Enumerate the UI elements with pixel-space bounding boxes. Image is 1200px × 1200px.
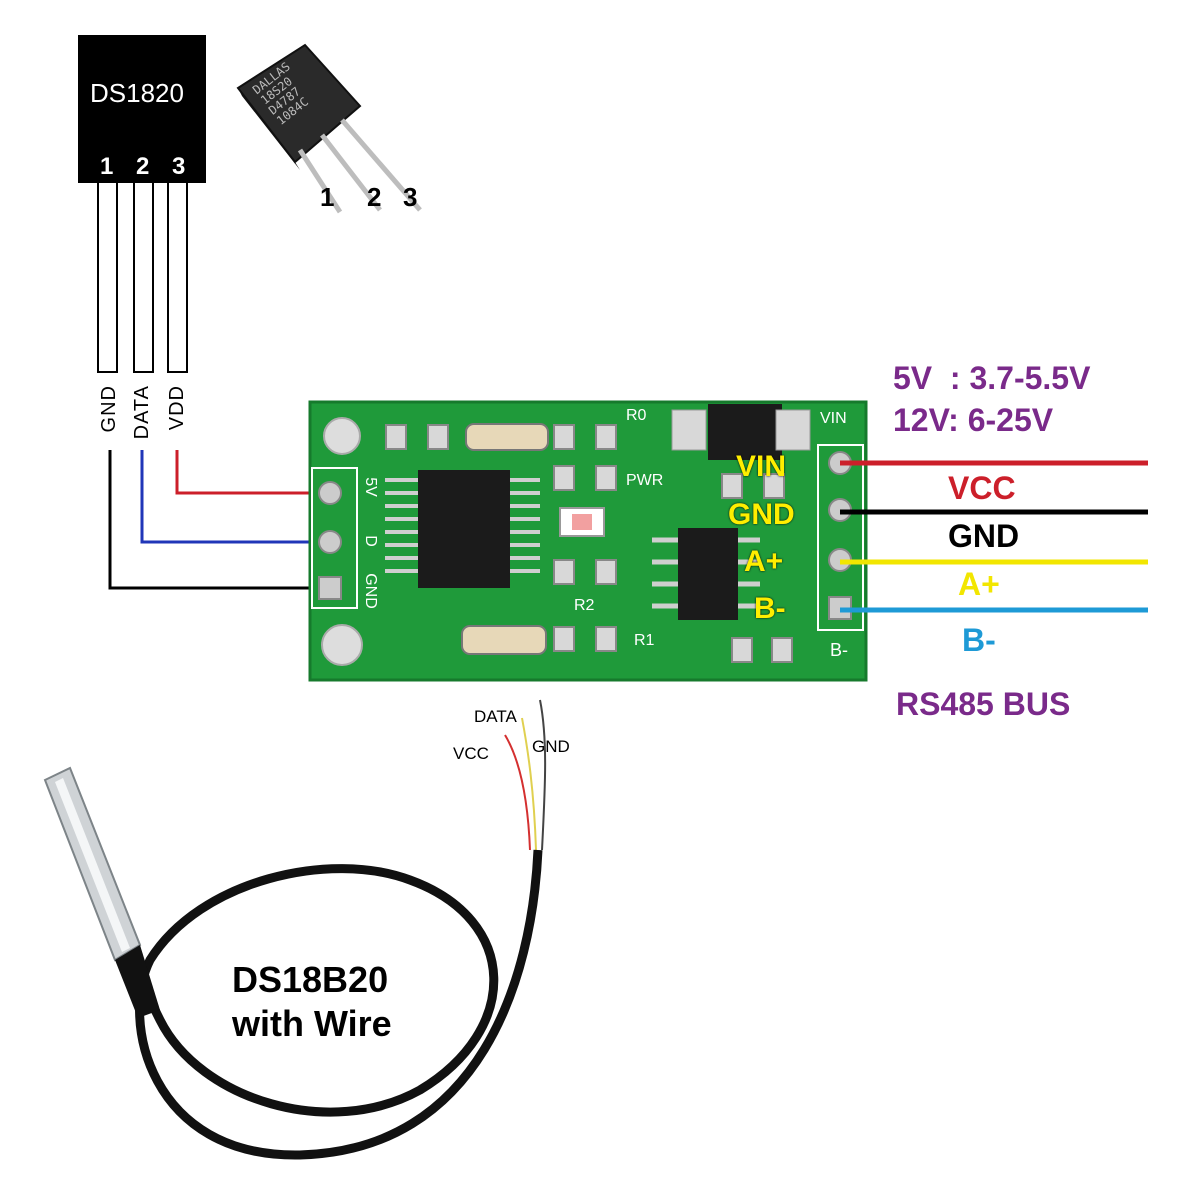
- ds1820-block: [78, 35, 206, 183]
- bus-label-b: B-: [962, 622, 996, 658]
- chip-pin-2: 2: [367, 182, 382, 212]
- cable-wires: [504, 699, 547, 851]
- silk-r2: R2: [574, 597, 595, 614]
- silk-gnd: GND: [361, 573, 379, 609]
- pin-name-gnd: GND: [98, 385, 120, 433]
- data-wire: [140, 450, 328, 544]
- pcb-board: [308, 400, 868, 682]
- bus-label-gnd: GND: [948, 518, 1020, 554]
- silk-pwr: PWR: [626, 472, 664, 489]
- gnd-wire: [108, 450, 328, 590]
- probe-label-line2: with Wire: [232, 1003, 392, 1044]
- silk-r1: R1: [634, 632, 655, 649]
- steel-probe: [43, 766, 160, 1018]
- overlay-gnd: GND: [728, 498, 795, 531]
- silk-bminus: B-: [830, 640, 848, 660]
- cable-label-gnd: GND: [532, 737, 570, 756]
- ds1820-pin-1: 1: [100, 153, 114, 180]
- ds1820-pin-2: 2: [136, 153, 150, 180]
- to92-chip: [236, 43, 422, 214]
- silk-d: D: [361, 535, 379, 547]
- ds1820-pin-3: 3: [172, 153, 186, 180]
- silk-5v: 5V: [361, 477, 379, 497]
- overlay-b: B-: [754, 592, 786, 625]
- bus-label-a: A+: [958, 566, 1000, 602]
- probe-label: DS18B20 with Wire: [232, 958, 392, 1046]
- bus-title: RS485 BUS: [896, 686, 1071, 722]
- cable-label-data: DATA: [474, 707, 517, 726]
- silk-vin: VIN: [820, 410, 847, 427]
- supply-spec-5v: 5V : 3.7-5.5V: [893, 360, 1091, 396]
- cable-label-vcc: VCC: [453, 744, 489, 763]
- probe-cable: [110, 849, 543, 1160]
- pin-name-data: DATA: [131, 385, 153, 440]
- bus-label-vcc: VCC: [948, 470, 1016, 506]
- silk-r0: R0: [626, 407, 647, 424]
- ds1820-leads: [97, 181, 188, 373]
- chip-pin-1: 1: [320, 182, 335, 212]
- overlay-vin: VIN: [736, 450, 787, 483]
- probe-label-line1: DS18B20: [232, 959, 389, 1000]
- pin-name-vdd: VDD: [166, 385, 188, 431]
- chip-pin-3: 3: [403, 182, 418, 212]
- overlay-a: A+: [744, 545, 784, 578]
- supply-spec-12v: 12V: 6-25V: [893, 402, 1054, 438]
- vdd-wire: [175, 450, 328, 495]
- ds1820-label: DS1820: [90, 78, 184, 108]
